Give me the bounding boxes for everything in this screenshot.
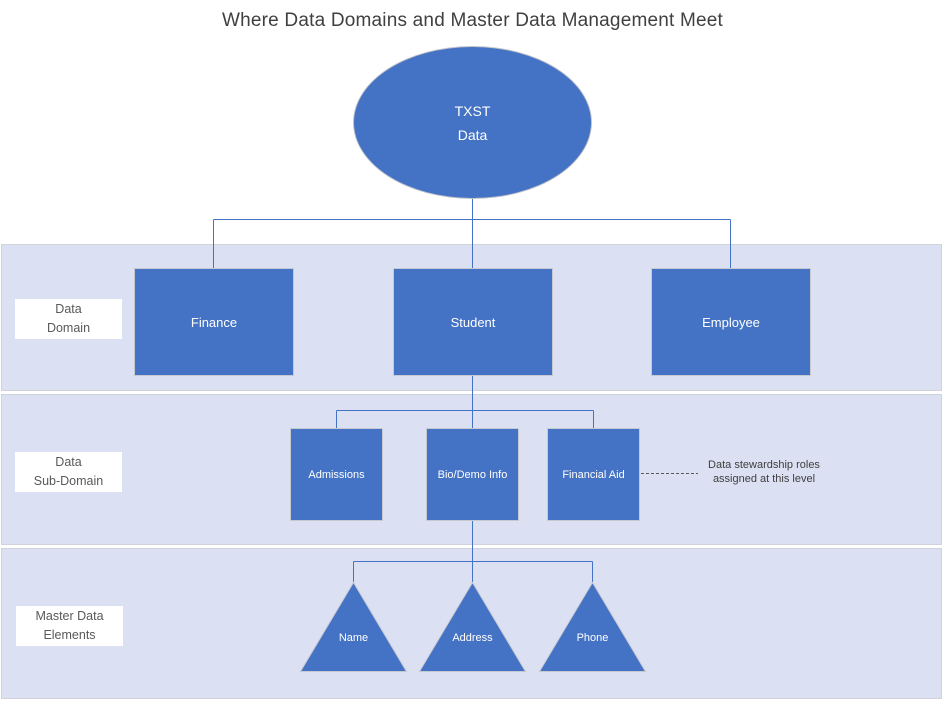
triangle-shape-icon: [538, 581, 647, 672]
row-label-data-domain: Data Domain: [15, 299, 122, 339]
node-txst-data: TXST Data: [353, 46, 592, 199]
triangle-shape-icon: [299, 581, 408, 672]
node-admissions: Admissions: [290, 428, 383, 521]
node-phone-triangle: Phone: [538, 581, 647, 673]
node-student: Student: [393, 268, 553, 376]
row-label-data-sub-domain-line1: Data: [55, 455, 82, 469]
node-txst-data-line2: Data: [457, 126, 488, 143]
triangle-shape-icon: [418, 581, 527, 672]
node-address-triangle: Address: [418, 581, 527, 673]
node-finance: Finance: [134, 268, 294, 376]
stewardship-annotation-line1: Data stewardship roles: [708, 459, 820, 471]
row-label-master-data-elements-line2: Elements: [43, 628, 96, 642]
row-label-master-data-elements: Master Data Elements: [16, 606, 123, 646]
row-label-data-sub-domain: Data Sub-Domain: [15, 452, 122, 492]
node-txst-data-line1: TXST: [454, 102, 491, 119]
row-label-data-domain-line2: Domain: [46, 321, 91, 335]
node-name-label: Name: [338, 632, 369, 644]
diagram-title: Where Data Domains and Master Data Manag…: [221, 10, 724, 31]
row-label-data-domain-line1: Data: [55, 302, 82, 316]
node-name-triangle: Name: [299, 581, 408, 673]
row-label-master-data-elements-line1: Master Data: [35, 609, 104, 623]
node-bio-demo-info: Bio/Demo Info: [426, 428, 519, 521]
stewardship-annotation: Data stewardship roles assigned at this …: [698, 458, 830, 486]
node-address-label: Address: [452, 632, 493, 644]
row-label-data-sub-domain-line2: Sub-Domain: [33, 474, 104, 488]
node-phone-label: Phone: [576, 632, 609, 644]
stewardship-annotation-line2: assigned at this level: [712, 473, 816, 485]
node-financial-aid: Financial Aid: [547, 428, 640, 521]
node-employee: Employee: [651, 268, 811, 376]
